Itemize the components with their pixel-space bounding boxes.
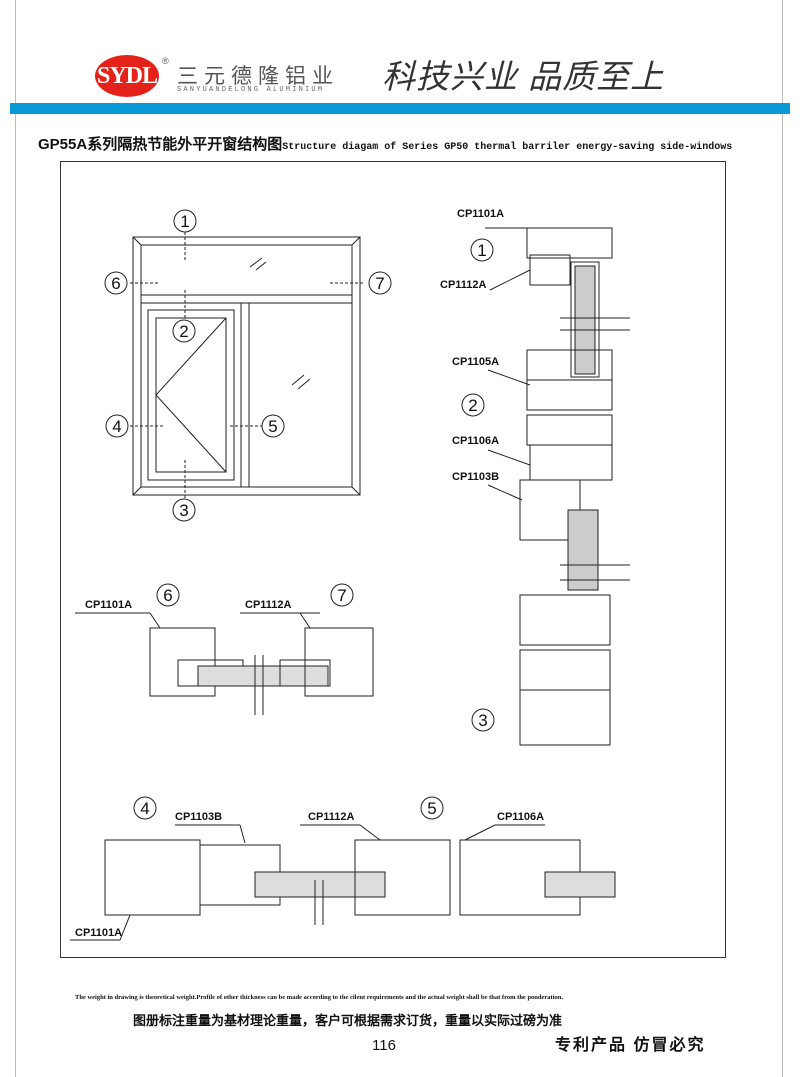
title-cn: GP55A系列隔热节能外平开窗结构图 [38,136,283,153]
window-elevation [130,232,365,500]
callout-5: 5 [268,417,277,436]
label-cp1101a: CP1101A [457,208,504,220]
callout-1-section: 1 [477,241,486,260]
registered-mark: ® [162,56,169,66]
callout-7: 7 [375,274,384,293]
drawing-frame [60,161,726,958]
brand-name-cn: 三元德隆铝业 [177,65,339,88]
weight-note-cn: 图册标注重量为基材理论重量，客户可根据需求订货，重量以实际过磅为准 [133,1013,563,1028]
slogan: 科技兴业 品质至上 [382,58,665,95]
callout-2: 2 [179,322,188,341]
callout-3: 3 [179,501,188,520]
header-divider-bar [10,103,790,114]
label-cp1103b: CP1103B [452,471,499,483]
callout-1: 1 [180,212,189,231]
weight-note-en: The weight in drawing is theoretical wei… [75,994,564,1001]
callout-3-section: 3 [478,711,487,730]
logo-text: SYDL [96,62,158,89]
patent-notice: 专利产品 仿冒必究 [555,1037,706,1054]
label-cp1112a-7: CP1112A [245,599,292,611]
section-6-7 [75,612,374,715]
label-cp1106a-5: CP1106A [497,811,544,823]
label-cp1101a-6: CP1101A [85,599,132,611]
brand-name-en: SANYUANDELONG ALUMINIUM [177,86,325,94]
page-number: 116 [372,1037,396,1054]
page-border [15,0,783,1077]
callout-6: 6 [111,274,120,293]
label-cp1101a-4: CP1101A [75,927,122,939]
page-title: GP55A系列隔热节能外平开窗结构图Structure diagam of Se… [38,133,732,154]
vertical-section [485,227,630,746]
callout-7-section: 7 [337,586,346,605]
label-cp1105a: CP1105A [452,356,499,368]
label-cp1103b-4: CP1103B [175,811,222,823]
label-cp1106a: CP1106A [452,435,499,447]
callout-4-section: 4 [140,799,149,818]
callout-5-section: 5 [427,799,436,818]
label-cp1112a: CP1112A [440,279,487,291]
label-cp1112a-5: CP1112A [308,811,355,823]
callout-2-section: 2 [468,396,477,415]
section-4-5 [70,824,616,941]
callout-4: 4 [112,417,121,436]
company-logo: SYDL [95,55,159,97]
title-en: Structure diagam of Series GP50 thermal … [282,142,733,153]
callout-6-section: 6 [163,586,172,605]
